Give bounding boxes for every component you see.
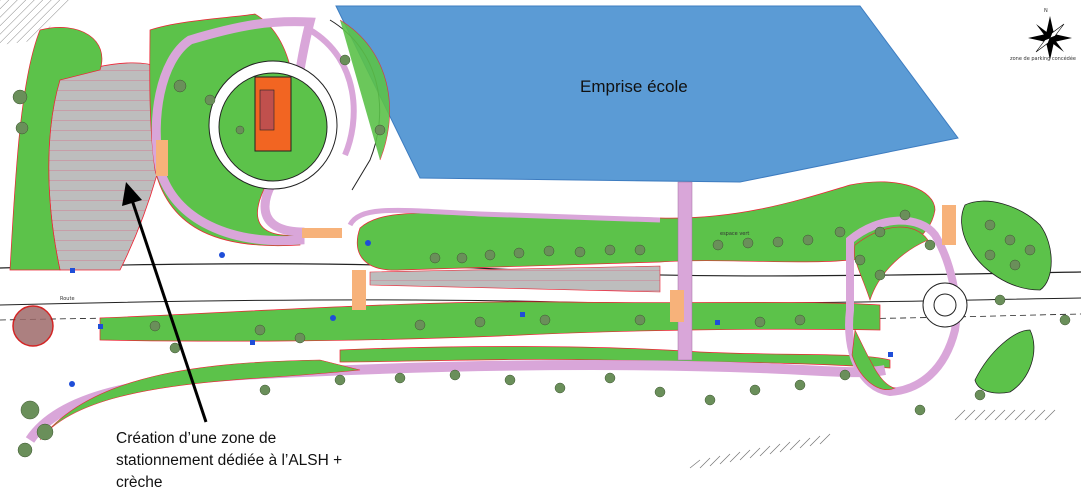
circular-feature bbox=[12, 305, 54, 347]
building-annex bbox=[259, 89, 275, 131]
pedestrian-path bbox=[308, 27, 357, 157]
school-area-label: Emprise école bbox=[580, 77, 688, 96]
green-space-label: espace vert bbox=[720, 231, 750, 237]
road-label: Route bbox=[60, 296, 75, 302]
markers bbox=[69, 240, 893, 387]
hatched-border bbox=[689, 409, 1056, 469]
caption-line-2: stationnement dédiée à l’ALSH + bbox=[116, 452, 343, 469]
pedestrian-crossing-path bbox=[677, 181, 693, 361]
annotation-arrow-line bbox=[130, 199, 208, 423]
parking-strip bbox=[369, 265, 661, 293]
crosswalk bbox=[302, 228, 342, 238]
green-space bbox=[39, 359, 361, 441]
caption-line-3: crèche bbox=[116, 474, 163, 491]
green-space bbox=[339, 19, 390, 161]
green-space bbox=[851, 328, 896, 390]
crosswalk bbox=[352, 270, 366, 310]
school-footprint bbox=[335, 5, 959, 183]
north-arrow bbox=[1028, 16, 1072, 60]
pedestrian-path bbox=[347, 207, 661, 227]
parking-note: zone de parking concédée bbox=[1010, 56, 1076, 62]
north-letter: N bbox=[1044, 8, 1048, 14]
caption-line-1: Création d’une zone de bbox=[116, 430, 277, 447]
annotation-caption: Création d’une zone de stationnement déd… bbox=[116, 428, 406, 494]
green-space bbox=[974, 329, 1035, 394]
annotation-arrowhead bbox=[122, 182, 142, 206]
small-roundabout-island bbox=[933, 293, 957, 317]
crosswalk bbox=[670, 290, 684, 322]
green-space bbox=[854, 226, 929, 301]
green-space bbox=[339, 346, 891, 369]
crosswalk bbox=[156, 140, 168, 176]
trees bbox=[12, 54, 1071, 458]
hatched-area bbox=[0, 0, 70, 45]
green-space bbox=[961, 200, 1052, 291]
crosswalk bbox=[942, 205, 956, 245]
